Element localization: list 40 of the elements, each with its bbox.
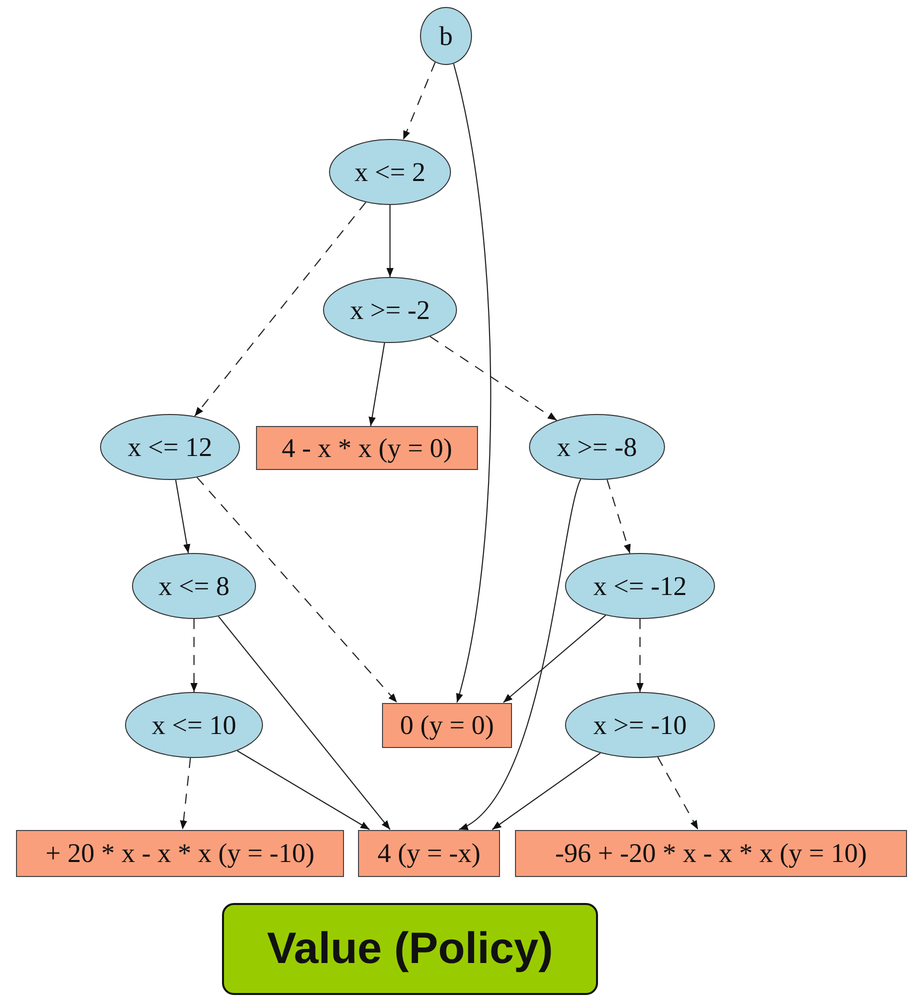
arrow [218, 616, 390, 830]
arrow [657, 756, 698, 830]
arrow [180, 758, 191, 830]
node-label: x >= -8 [557, 432, 637, 462]
arrow [606, 479, 631, 554]
arrow [194, 202, 366, 416]
arrow [430, 336, 558, 421]
arrow [175, 480, 190, 554]
arrow [458, 478, 582, 830]
node-label: x <= 10 [152, 710, 236, 740]
node-label: b [439, 20, 453, 52]
node-label: x <= 8 [158, 570, 230, 602]
node-label: x <= 2 [354, 156, 426, 188]
node-label: 4 (y = -x) [378, 838, 480, 868]
condition-ellipse [420, 7, 472, 65]
node-label: x >= -2 [350, 294, 430, 326]
title-box [222, 903, 598, 995]
arrow [386, 205, 394, 277]
node-label: x <= -12 [593, 570, 687, 602]
arrow [503, 614, 606, 703]
node-label: Value (Policy) [266, 924, 554, 974]
arrow [190, 619, 198, 692]
node-label: + 20 * x - x * x (y = -10) [46, 838, 314, 868]
node-label: x <= 12 [128, 432, 212, 462]
result-box [16, 830, 344, 876]
result-box [515, 830, 907, 876]
arrow [636, 619, 644, 692]
arrow [196, 477, 398, 703]
result-box [382, 702, 512, 748]
arrow [492, 752, 601, 830]
result-box [358, 830, 500, 876]
node-label: -96 + -20 * x - x * x (y = 10) [555, 838, 867, 868]
node-label: 0 (y = 0) [400, 710, 494, 740]
arrow [402, 62, 436, 140]
arrow [236, 750, 370, 830]
node-label: x >= -10 [593, 710, 687, 740]
node-label: 4 - x * x (y = 0) [282, 432, 452, 464]
result-box [256, 426, 478, 470]
arrow [453, 64, 492, 703]
arrow [368, 342, 386, 426]
